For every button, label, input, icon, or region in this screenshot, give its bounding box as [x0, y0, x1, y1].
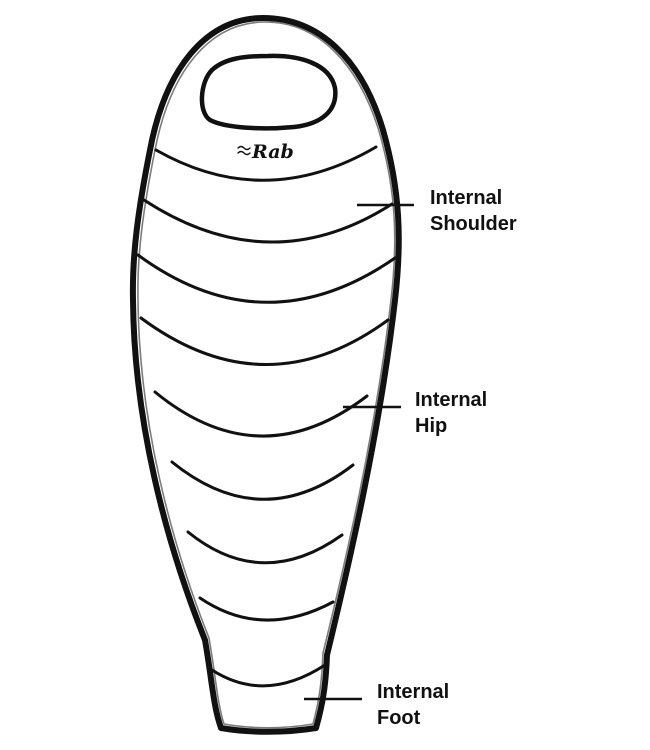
rab-logo: Rab — [237, 141, 294, 163]
label-line: Internal — [377, 681, 450, 703]
internal-shoulder-label: Internal Shoulder — [430, 185, 517, 237]
hood-opening — [199, 53, 338, 131]
sleeping-bag-outline-sketch — [137, 21, 396, 729]
label-line: Internal — [430, 187, 503, 209]
baffle-line — [139, 316, 390, 366]
baffle-line — [170, 460, 355, 501]
baffle-line — [210, 663, 327, 688]
internal-foot-label: Internal Foot — [377, 679, 449, 731]
logo-wave-icon — [237, 145, 251, 156]
label-line: Internal — [415, 389, 488, 411]
baffle-line — [136, 253, 397, 304]
logo-text: Rab — [251, 141, 294, 163]
internal-hip-label: Internal Hip — [415, 387, 487, 439]
baffle-line — [198, 596, 335, 622]
baffle-line — [186, 530, 344, 565]
baffle-line — [142, 198, 394, 244]
baffle-line — [154, 145, 378, 182]
label-line: Foot — [377, 707, 421, 729]
label-line: Hip — [415, 415, 448, 437]
baffle-line — [153, 390, 369, 438]
sleeping-bag-outline — [129, 15, 402, 735]
baffle-lines — [136, 145, 397, 688]
label-line: Shoulder — [430, 213, 517, 235]
